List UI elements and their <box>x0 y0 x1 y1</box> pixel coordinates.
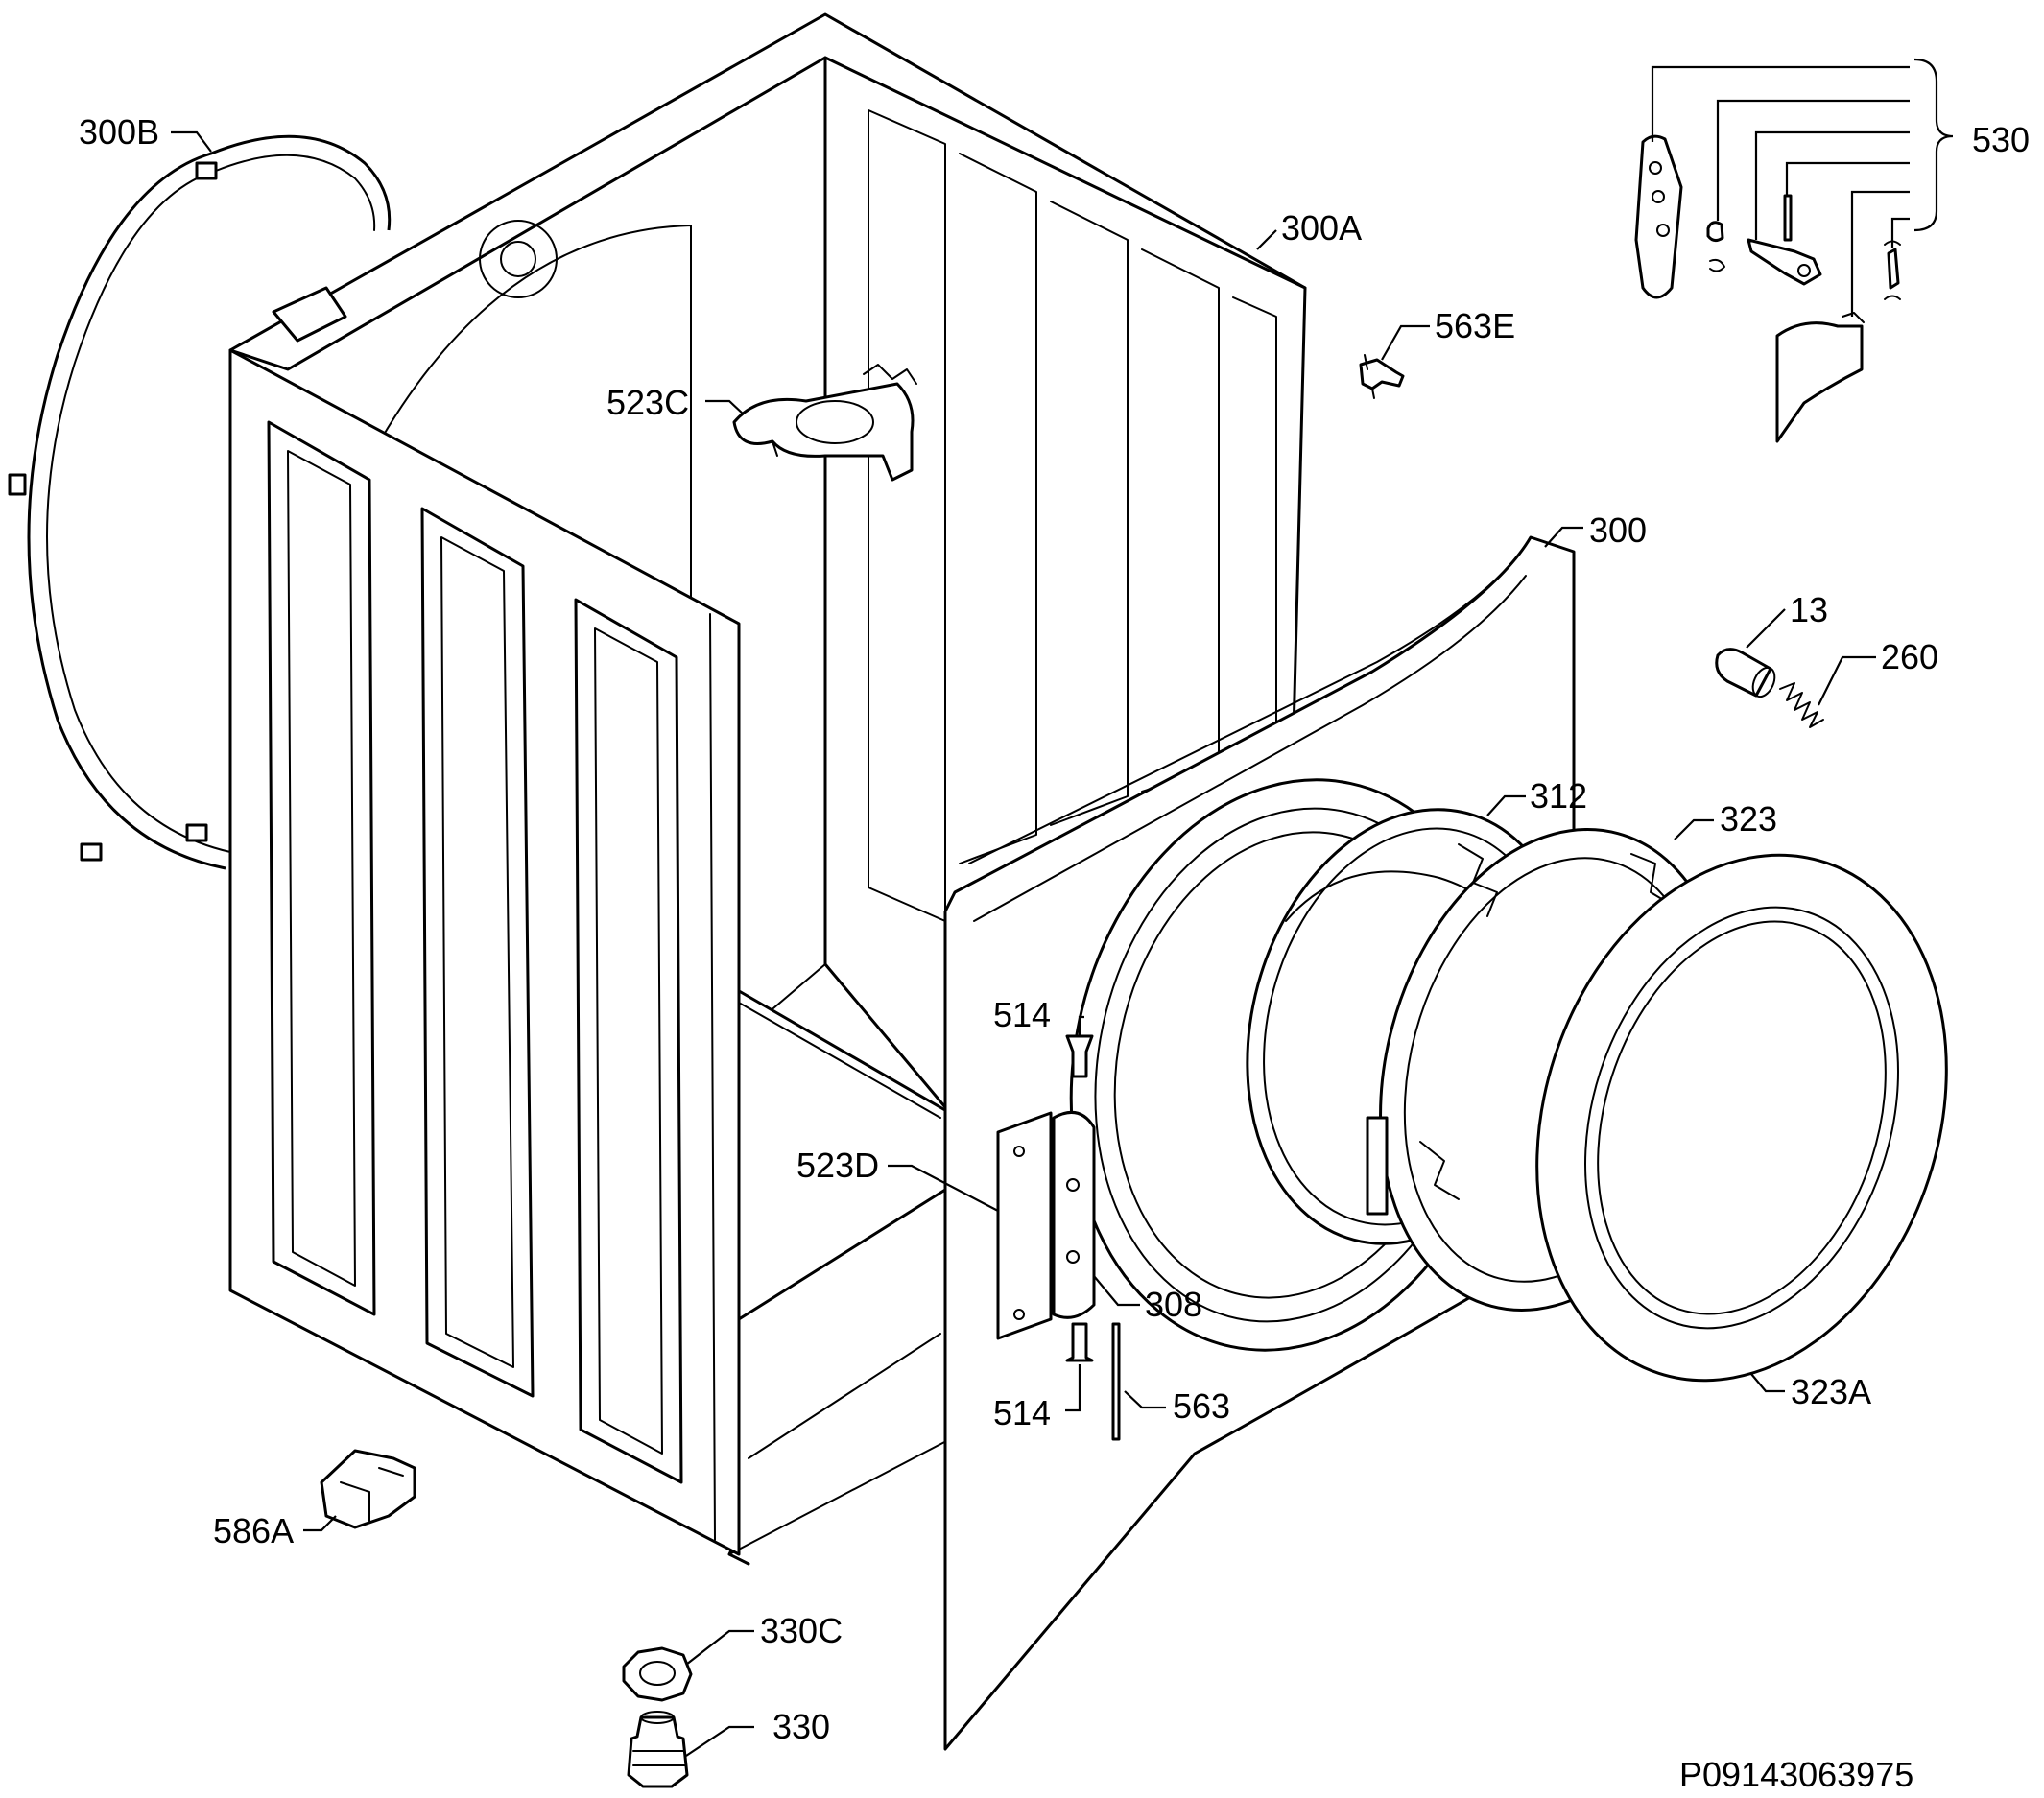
label-308: 308 <box>1145 1285 1202 1324</box>
label-563E: 563E <box>1435 306 1515 345</box>
label-523D: 523D <box>796 1146 879 1185</box>
foot-330-part <box>627 1711 689 1788</box>
label-514-top: 514 <box>993 995 1051 1034</box>
document-code: P09143063975 <box>1679 1755 1913 1794</box>
label-530: 530 <box>1972 120 2030 159</box>
leader-lines <box>171 58 1954 1757</box>
connector-563E-part <box>1359 354 1405 399</box>
label-260: 260 <box>1881 637 1938 676</box>
label-330: 330 <box>772 1707 830 1746</box>
rod-563-part <box>1111 1322 1121 1441</box>
nut-330C-part <box>622 1646 693 1702</box>
label-300: 300 <box>1589 510 1647 550</box>
label-300B: 300B <box>79 112 159 152</box>
screw-514-top-part <box>1065 1034 1094 1078</box>
label-323A: 323A <box>1791 1372 1871 1411</box>
bracket-586A-part <box>320 1449 416 1529</box>
label-312: 312 <box>1530 776 1587 816</box>
label-323: 323 <box>1720 799 1777 839</box>
label-586A: 586A <box>213 1511 294 1550</box>
label-563: 563 <box>1173 1386 1230 1426</box>
label-514-bottom: 514 <box>993 1393 1051 1432</box>
hinge-kit-part <box>1634 134 1901 443</box>
label-330C: 330C <box>760 1611 843 1650</box>
spring-260-part <box>1779 682 1824 728</box>
callout-labels: 300B 300A 523C 563E 530 300 13 260 312 3… <box>79 112 2030 1794</box>
label-523C: 523C <box>606 383 689 422</box>
door-hinge-plate-part <box>996 1110 1096 1340</box>
knob-13-part <box>1715 648 1776 698</box>
hanger-bracket-part <box>732 364 917 482</box>
seal-ring-part <box>8 134 392 870</box>
label-13: 13 <box>1790 590 1828 629</box>
outer-door-ring-part <box>1535 853 1948 1383</box>
screw-514-bottom-part <box>1065 1322 1094 1362</box>
label-300A: 300A <box>1281 208 1362 248</box>
